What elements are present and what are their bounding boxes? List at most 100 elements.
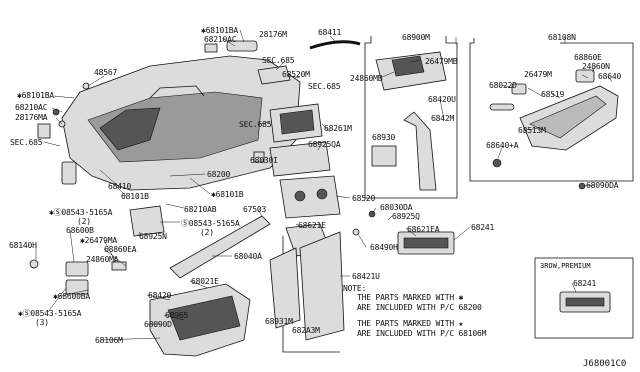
part-label-68965: 68965	[165, 311, 189, 320]
leader-line-14	[169, 173, 206, 177]
leader-line-24	[103, 239, 117, 263]
part-label-68090da: 68090DA	[586, 181, 619, 190]
leader-line-39	[163, 314, 185, 321]
part-label-sec685-c: SEC.685	[239, 120, 272, 129]
leader-line-1	[239, 29, 245, 43]
part-label-68640: 68640	[598, 72, 622, 81]
part-label-68410: 68410	[108, 182, 132, 191]
part-label-08543-c: ✱Ⓢ08543-5165A	[18, 309, 82, 318]
leader-line-47	[525, 127, 541, 131]
leader-line-6	[53, 95, 75, 99]
meter-hood	[149, 85, 205, 99]
inset-label: 3ROW,PREMIUM	[540, 262, 591, 270]
part-label-68520: 68520	[352, 194, 376, 203]
part-label-68621ea: 68621EA	[407, 225, 440, 234]
leader-line-54	[439, 98, 445, 121]
side-cap	[37, 123, 51, 139]
note-heading: NOTE:	[343, 284, 367, 293]
center-display	[279, 109, 315, 135]
leader-line-37	[47, 287, 67, 313]
part-label-68931m: 68931M	[265, 317, 293, 326]
part-label-68210ac-left: 68210AC	[15, 103, 48, 112]
glovebox-damper	[489, 103, 515, 111]
part-label-68600ba: ✱68600BA	[53, 292, 90, 301]
leader-line-7	[51, 107, 63, 113]
leader-line-3	[87, 75, 105, 87]
part-label-68101ba-top: ✱68101BA	[201, 26, 238, 35]
leader-line-50	[409, 59, 421, 63]
stopper-68640a	[492, 158, 502, 168]
part-label-68490h: 68490H	[370, 243, 398, 252]
defroster-grille	[226, 40, 258, 52]
leader-line-32	[357, 233, 367, 248]
center-vent	[257, 65, 291, 85]
leader-line-13	[257, 155, 263, 161]
leader-line-11	[321, 123, 331, 133]
side-panel-682a3m	[299, 231, 345, 341]
part-label-68860ea: 68860EA	[104, 245, 137, 254]
part-label-68621e: 68621E	[298, 221, 326, 230]
part-label-28176m: 28176M	[259, 30, 287, 39]
top-clip	[204, 43, 218, 53]
part-label-68030i: 68030I	[250, 156, 278, 165]
part-label-68520m: 68520M	[282, 70, 310, 79]
leader-line-23	[69, 229, 75, 263]
leader-line-49	[501, 84, 513, 89]
part-label-68261m: 68261M	[324, 124, 352, 133]
part-label-68101b-left: 68101B	[121, 192, 149, 201]
leader-line-51	[379, 71, 395, 79]
part-label-68925q: 68925Q	[392, 212, 420, 221]
leader-line-5	[289, 75, 301, 79]
glovebox-frame	[364, 36, 458, 199]
leader-line-4	[275, 61, 285, 71]
part-label-68090d: 68090D	[144, 320, 172, 329]
part-label-67503: 67503	[243, 205, 267, 214]
left-side-vent	[61, 161, 77, 185]
leader-line-34	[59, 289, 89, 297]
part-label-68101b-mid: ✱68101B	[211, 190, 244, 199]
part-label-68140h: 68140H	[9, 241, 37, 250]
part-label-68860e: 68860E	[574, 53, 602, 62]
lower-cover-opening	[167, 295, 241, 341]
part-label-682a3m: 682A3M	[292, 326, 320, 335]
clip-left-1	[52, 108, 60, 116]
control-panel-68520	[279, 175, 341, 219]
leader-line-2	[329, 35, 337, 43]
part-label-68600b: 68600B	[66, 226, 94, 235]
glovebox-lamp	[575, 69, 595, 83]
part-label-68022d: 68022D	[489, 81, 517, 90]
lower-bracket	[129, 205, 165, 237]
vent-68600ba	[65, 279, 89, 295]
panel-68930	[371, 145, 397, 167]
knee-panel-67503	[169, 215, 271, 279]
part-label-68640a: 68640+A	[486, 141, 519, 150]
part-label-68420u: 68420U	[428, 95, 456, 104]
part-label-24860ma: 24860MA	[86, 255, 119, 264]
part-label-6842m: 6842M	[431, 114, 455, 123]
leader-line-12	[317, 145, 321, 151]
inset-switch-row	[565, 297, 605, 307]
part-label-qty3: (3)	[35, 318, 49, 327]
part-label-68900m: 68900M	[402, 33, 430, 42]
part-label-68021e: 68021E	[191, 277, 219, 286]
leader-line-16	[115, 185, 127, 197]
leader-line-15	[99, 169, 119, 187]
part-label-08543-a: ✱Ⓢ08543-5165A	[49, 208, 113, 217]
leader-line-45	[581, 74, 589, 79]
part-label-68210ab: 68210AB	[184, 205, 217, 214]
leader-line-48	[527, 87, 543, 97]
part-label-68420: 68420	[148, 291, 172, 300]
note-line-1: THE PARTS MARKED WITH ✱	[357, 293, 464, 302]
leader-line-0	[221, 37, 236, 47]
cluster-opening	[99, 107, 161, 151]
glovebox-assembly-frame	[469, 38, 634, 182]
part-label-68106m: 68106M	[95, 336, 123, 345]
leader-line-25	[137, 231, 141, 237]
leader-line-20	[257, 209, 263, 217]
part-label-68930: 68930	[372, 133, 396, 142]
note-line-4: ARE INCLUDED WITH P/C 68106M	[357, 329, 487, 338]
part-label-sec685-d: SEC.685	[10, 138, 43, 147]
inset-frame	[534, 257, 634, 339]
part-label-28176ma: 28176MA	[15, 113, 48, 122]
